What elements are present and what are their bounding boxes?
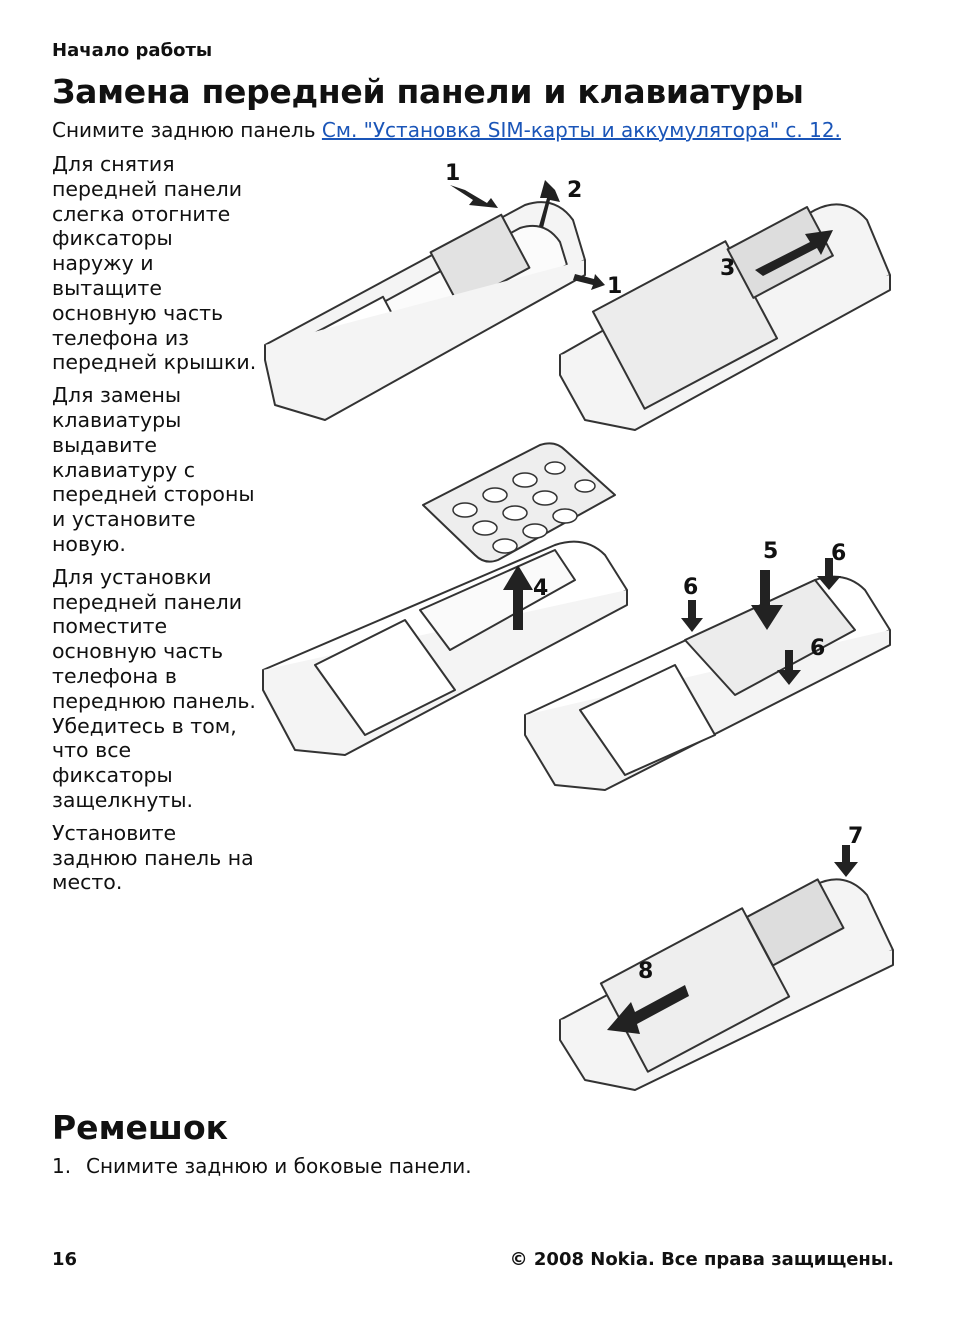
step-install-front: Для установки передней панели поместите … <box>52 564 256 812</box>
intro-paragraph: Снимите заднюю панель См. "Установка SIM… <box>52 118 841 142</box>
intro-text: Снимите заднюю панель <box>52 118 322 142</box>
label-2: 2 <box>567 178 582 203</box>
strap-steps: 1. Снимите заднюю и боковые панели. <box>52 1154 472 1178</box>
arrow-8-icon <box>607 985 689 1034</box>
arrow-6b-icon <box>817 558 841 590</box>
label-4: 4 <box>533 576 548 601</box>
arrow-6a-icon <box>681 600 703 632</box>
copyright: © 2008 Nokia. Все права защищены. <box>509 1249 894 1270</box>
arrow-7-icon <box>834 845 858 877</box>
label-3: 3 <box>720 256 735 281</box>
phone-back-cover-illustration <box>559 878 894 1091</box>
step-refit-back: Установите заднюю панель на место. <box>52 820 254 895</box>
arrow-2-icon <box>539 180 560 228</box>
arrow-6c-icon <box>777 650 801 685</box>
phone-body-removal-illustration <box>264 201 586 421</box>
assembly-figure: 1 2 1 3 4 5 6 6 6 7 8 <box>262 161 894 1091</box>
page-title: Замена передней панели и клавиатуры <box>52 72 804 111</box>
steps-text: Для снятия передней панели слегка отогни… <box>52 152 257 903</box>
keypad-mat-illustration <box>422 442 616 563</box>
strap-title: Ремешок <box>52 1108 229 1147</box>
arrow-3-icon <box>755 230 833 276</box>
arrow-4-icon <box>503 565 533 630</box>
label-5: 5 <box>763 539 778 564</box>
label-6b: 6 <box>831 541 846 566</box>
label-8: 8 <box>638 959 653 984</box>
list-item: 1. Снимите заднюю и боковые панели. <box>52 1154 472 1178</box>
label-7: 7 <box>848 824 863 849</box>
section-label: Начало работы <box>52 40 213 61</box>
front-cover-illustration <box>262 540 628 756</box>
label-6c: 6 <box>810 636 825 661</box>
list-item-text: Снимите заднюю и боковые панели. <box>86 1154 472 1178</box>
page-number: 16 <box>52 1249 78 1270</box>
step-remove-front: Для снятия передней панели слегка отогни… <box>52 152 257 375</box>
label-1b: 1 <box>607 274 622 299</box>
arrow-1b-icon <box>573 274 605 290</box>
phone-slide-illustration <box>559 203 891 431</box>
arrow-5-icon <box>751 570 783 630</box>
label-6a: 6 <box>683 575 698 600</box>
list-item-number: 1. <box>52 1154 72 1178</box>
step-replace-keypad: Для замены клавиатуры выдавите клавиатур… <box>52 383 255 556</box>
arrow-1a-icon <box>450 185 498 208</box>
sim-battery-link[interactable]: См. "Установка SIM-карты и аккумулятора"… <box>321 118 841 142</box>
label-1a: 1 <box>445 161 460 186</box>
